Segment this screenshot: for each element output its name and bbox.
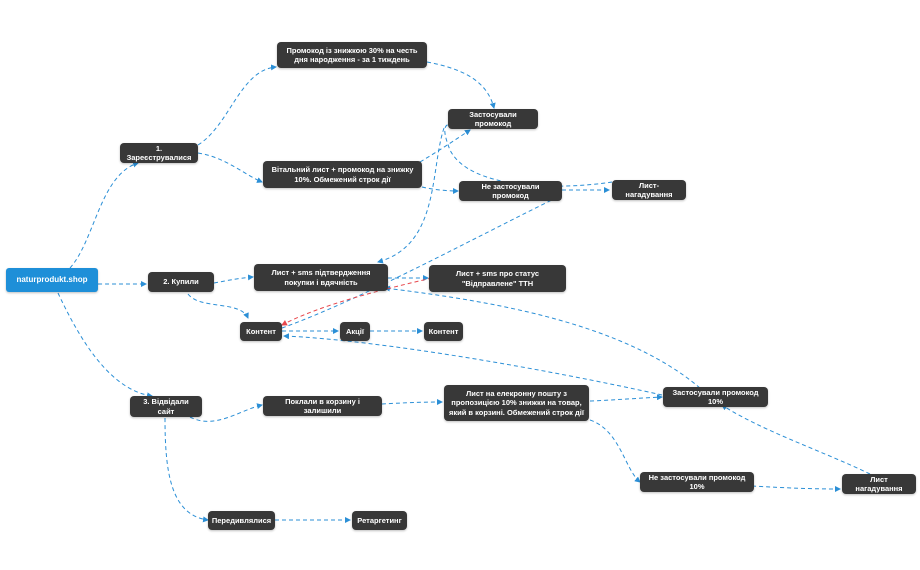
- node-applied-promo-10-label: Застосували промокод 10%: [672, 387, 759, 406]
- edge-welcome-applied: [419, 129, 471, 163]
- edge-applied-purchase: [377, 127, 445, 264]
- root-node[interactable]: naturprodukt.shop: [6, 268, 98, 292]
- node-retargeting-label: Ретаргетинг: [357, 515, 402, 525]
- node-content-1[interactable]: Контент: [240, 322, 282, 341]
- node-birthday-promo[interactable]: Промокод із знижкою 30% на честь дня нар…: [277, 42, 427, 68]
- node-browsed[interactable]: Передивлялися: [208, 511, 275, 530]
- node-cart-abandoned[interactable]: Поклали в корзину і залишили: [263, 396, 382, 416]
- edge-shipped-content-red: [281, 277, 433, 326]
- node-bought[interactable]: 2. Купили: [148, 272, 214, 292]
- edge-applied10-purchase: [384, 285, 701, 389]
- edge-birthday-applied: [426, 61, 496, 109]
- node-promotions[interactable]: Акції: [340, 322, 370, 341]
- node-registered-label: 1. Зареєструвалися: [126, 143, 192, 162]
- node-cart-abandoned-label: Поклали в корзину і залишили: [285, 396, 360, 415]
- node-welcome-letter[interactable]: Вітальний лист + промокод на знижку 10%.…: [263, 161, 422, 188]
- node-not-applied-promo-label: Не застосували промокод: [481, 181, 540, 200]
- edge-notapplied10-reminder2: [751, 485, 841, 492]
- edge-reminder-applied: [444, 123, 613, 187]
- node-reminder-letter-2[interactable]: Лист нагадування: [842, 474, 916, 494]
- node-reminder-letter-label: Лист-нагадування: [625, 180, 673, 199]
- edge-bought-content: [187, 293, 249, 319]
- node-promotions-label: Акції: [346, 326, 364, 336]
- node-browsed-label: Передивлялися: [211, 515, 272, 525]
- node-bought-label: 2. Купили: [163, 277, 199, 287]
- node-birthday-promo-label: Промокод із знижкою 30% на честь дня нар…: [286, 45, 418, 64]
- node-reminder-letter-2-label: Лист нагадування: [855, 474, 903, 493]
- node-retargeting[interactable]: Ретаргетинг: [352, 511, 407, 530]
- node-not-applied-promo-10[interactable]: Не застосували промокод 10%: [640, 472, 754, 492]
- edge-email-applied10: [589, 394, 663, 402]
- node-applied-promo[interactable]: Застосували промокод: [448, 109, 538, 129]
- node-cart-email-label: Лист на елекронну пошту з пропозицією 10…: [449, 388, 584, 417]
- node-content-1-label: Контент: [246, 326, 276, 336]
- node-cart-email[interactable]: Лист на елекронну пошту з пропозицією 10…: [444, 385, 589, 421]
- edge-registered-birthday: [197, 64, 277, 146]
- edge-reminder2-applied10: [721, 404, 871, 475]
- node-registered[interactable]: 1. Зареєструвалися: [120, 143, 198, 163]
- node-purchase-confirm-label: Лист + sms підтвердження покупки і вдячн…: [271, 268, 371, 287]
- node-visited-label: 3. Відвідали сайт: [143, 397, 189, 416]
- node-applied-promo-10[interactable]: Застосували промокод 10%: [663, 387, 768, 407]
- node-reminder-letter[interactable]: Лист-нагадування: [612, 180, 686, 200]
- edge-bought-purchase: [213, 274, 254, 284]
- node-applied-promo-label: Застосували промокод: [469, 109, 517, 128]
- edge-welcome-notapplied: [421, 186, 459, 194]
- node-purchase-confirm[interactable]: Лист + sms підтвердження покупки і вдячн…: [254, 264, 388, 291]
- root-node-label: naturprodukt.shop: [16, 275, 88, 284]
- node-shipped-status[interactable]: Лист + sms про статус "Відправлене" ТТН: [429, 265, 566, 292]
- edge-email-notapplied10: [589, 419, 641, 483]
- edge-root-registered: [69, 161, 139, 269]
- edge-content-notapplied: [281, 195, 561, 329]
- edge-visited-browsed: [164, 417, 209, 523]
- node-not-applied-promo-10-label: Не застосували промокод 10%: [648, 472, 746, 491]
- node-welcome-letter-label: Вітальний лист + промокод на знижку 10%.…: [271, 165, 414, 184]
- node-shipped-status-label: Лист + sms про статус "Відправлене" ТТН: [455, 269, 540, 288]
- node-content-2-label: Контент: [428, 326, 459, 336]
- edge-registered-welcome: [197, 152, 263, 183]
- node-not-applied-promo[interactable]: Не застосували промокод: [459, 181, 562, 201]
- edge-visited-cart: [189, 403, 263, 422]
- edge-applied10-content: [283, 333, 663, 396]
- edge-root-visited: [57, 292, 153, 399]
- node-visited[interactable]: 3. Відвідали сайт: [130, 396, 202, 417]
- node-content-2[interactable]: Контент: [424, 322, 463, 341]
- edge-cart-email: [381, 399, 443, 406]
